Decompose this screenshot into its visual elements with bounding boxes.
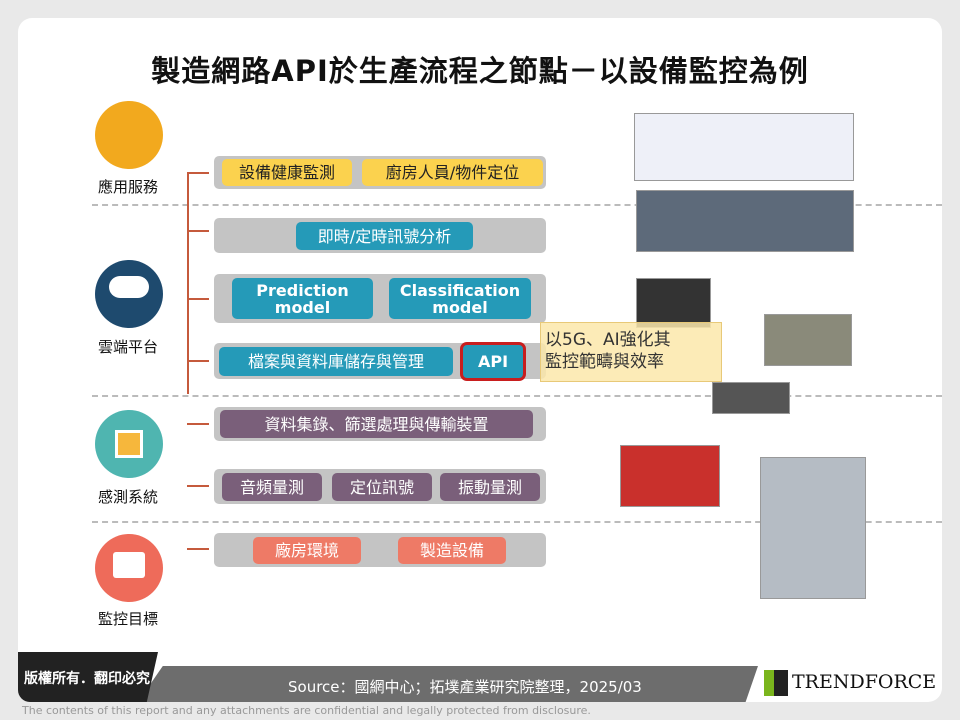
target-chip: 製造設備 — [398, 537, 506, 564]
brand-logo: TRENDFORCE — [792, 671, 937, 693]
page-title: 製造網路API於生產流程之節點－以設備監控為例 — [151, 54, 809, 88]
connector-line — [187, 423, 209, 425]
source-banner — [138, 666, 758, 702]
sensor-chip-icon — [95, 410, 163, 478]
connector-line — [187, 230, 209, 232]
trendforce-logo-icon — [764, 670, 788, 696]
cnc-machine-image — [760, 457, 866, 599]
api-chip: API — [460, 342, 526, 381]
connector-line — [187, 172, 189, 394]
source-text: Source：國網中心；拓墣產業研究院整理，2025/03 — [288, 678, 642, 696]
app-service-icon — [95, 101, 163, 169]
connector-line — [187, 548, 209, 550]
connector-line — [187, 298, 209, 300]
analysis-chip: 即時/定時訊號分析 — [296, 222, 473, 250]
layer-label: 雲端平台 — [97, 338, 158, 356]
cloud-icon — [95, 260, 163, 328]
copyright-text: 版權所有．翻印必究 — [24, 671, 150, 687]
connector-line — [187, 360, 209, 362]
collect-chip: 資料集錄、篩選處理與傳輸裝置 — [220, 410, 533, 438]
board-image — [764, 314, 852, 366]
connector-line — [187, 172, 209, 174]
neural-network-image — [634, 113, 854, 181]
sensor-chip: 音頻量測 — [222, 473, 322, 501]
prediction-model-chip: Prediction model — [232, 278, 373, 319]
edge-device-image — [636, 278, 711, 328]
industrial-pc-image — [712, 382, 790, 414]
layer-label: 感測系統 — [97, 488, 158, 506]
sensor-board-image — [620, 445, 720, 507]
disclaimer: The contents of this report and any atta… — [22, 704, 591, 717]
sensor-chip: 定位訊號 — [332, 473, 432, 501]
app-chip: 廚房人員/物件定位 — [362, 159, 543, 186]
callout-box: 以5G、AI強化其 監控範疇與效率 — [540, 322, 722, 382]
app-chip: 設備健康監測 — [222, 159, 352, 186]
layer-label: 監控目標 — [97, 610, 158, 628]
callout-line: 監控範疇與效率 — [545, 352, 664, 372]
divider — [92, 204, 942, 206]
copyright-banner — [18, 652, 158, 702]
target-chip: 廠房環境 — [253, 537, 361, 564]
divider — [92, 395, 942, 397]
monitor-target-icon — [95, 534, 163, 602]
divider — [92, 521, 942, 523]
classification-model-chip: Classification model — [389, 278, 531, 319]
connector-line — [187, 485, 209, 487]
monitoring-demo-image — [636, 190, 854, 252]
callout-line: 以5G、AI強化其 — [545, 330, 671, 350]
storage-chip: 檔案與資料庫儲存與管理 — [219, 347, 453, 376]
layer-label: 應用服務 — [97, 178, 158, 196]
sensor-chip: 振動量測 — [440, 473, 540, 501]
